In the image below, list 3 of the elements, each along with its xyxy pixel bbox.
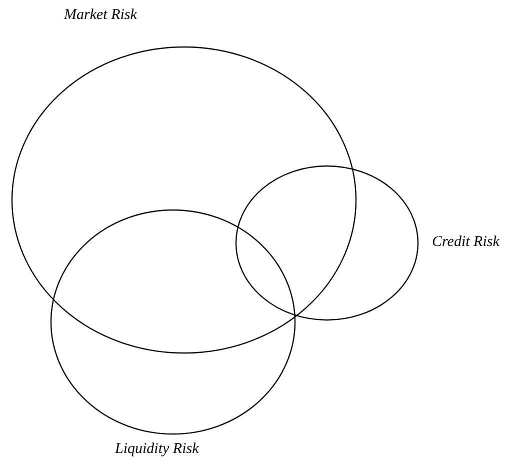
set-label: Liquidity Risk xyxy=(115,440,199,458)
set-label: Credit Risk xyxy=(432,233,500,251)
set-label: Market Risk xyxy=(64,6,137,24)
